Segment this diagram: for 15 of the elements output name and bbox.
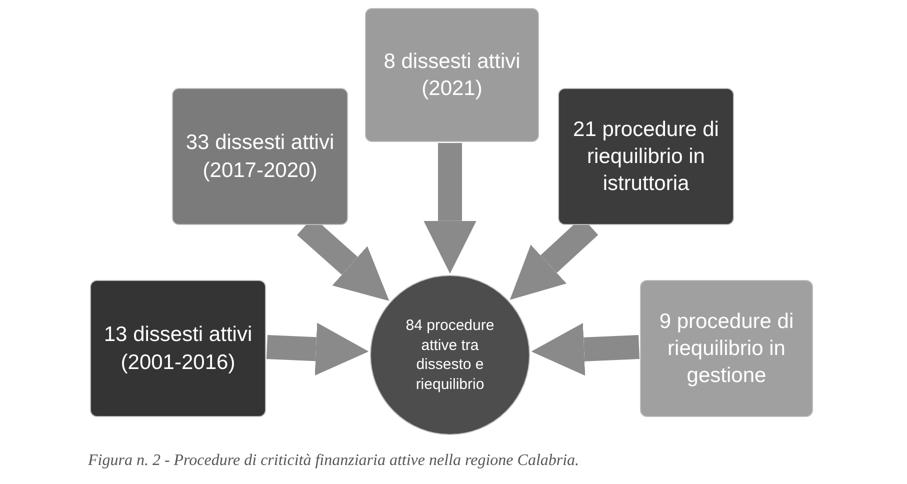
node-text: 13 dissesti attivi (2001-2016) [102, 322, 254, 376]
box-node [90, 280, 266, 417]
arrow [424, 143, 476, 274]
arrow [266, 322, 369, 376]
node-text: 84 procedure attive tra dissesto e riequilibrio [404, 316, 496, 394]
node-text: 9 procedure di riequilibrio in gestione [658, 308, 795, 390]
box-node [365, 8, 539, 142]
box-node [640, 280, 813, 417]
box-node [558, 88, 734, 225]
node-text: 33 dissesti attivi (2017-2020) [184, 130, 336, 184]
arrow [531, 322, 640, 376]
node-text: 21 procedure di riequilibrio in istruttoria [572, 116, 720, 198]
caption: Figura n. 2 - Procedure di criticità finanziaria attive nella regione Calabria. [88, 452, 580, 470]
node-text: 8 dissesti attivi (2021) [382, 48, 522, 102]
box-node [172, 88, 348, 225]
